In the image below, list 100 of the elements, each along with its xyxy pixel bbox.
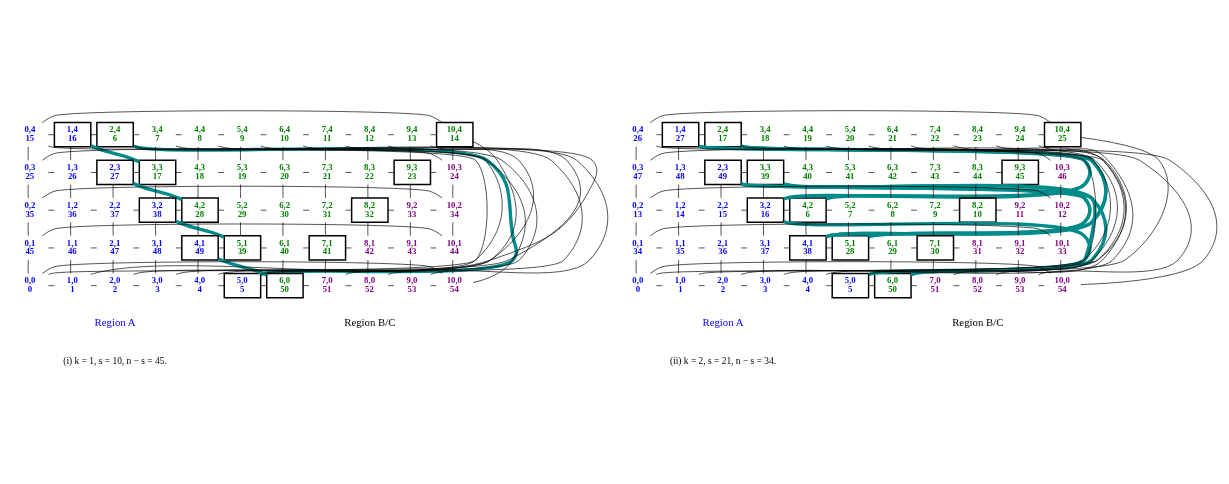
connector	[825, 285, 833, 286]
connector	[42, 185, 443, 199]
node-text: 10,3 24	[446, 162, 462, 181]
node-box: 1,4 27	[661, 121, 700, 148]
connector	[805, 259, 807, 274]
connector	[910, 247, 918, 249]
node-text: 7,4 22	[929, 124, 941, 144]
node-text: 4,3 18	[194, 162, 206, 181]
node-text: 2,2 37	[109, 199, 121, 219]
connector	[995, 172, 1003, 173]
node-box: 4,1 49	[181, 235, 219, 261]
connector	[175, 247, 182, 249]
connector	[112, 222, 114, 237]
connector	[155, 222, 156, 237]
connector	[763, 222, 764, 237]
connector	[132, 181, 183, 202]
connector	[890, 222, 892, 237]
node-text: 6,4 21	[887, 124, 899, 144]
connector	[825, 247, 833, 249]
node-box: 9,3 23	[393, 159, 432, 186]
node-text: 7,3 21	[321, 162, 333, 181]
node-box: 4,2 28	[181, 197, 219, 224]
node-text: 8,4 23	[972, 124, 983, 144]
connector	[649, 223, 1051, 237]
node-text: 0,0 0	[24, 275, 36, 295]
connector	[240, 222, 241, 237]
connector	[42, 110, 443, 123]
node-text: 9,0 53	[406, 275, 418, 295]
node-text: 5,4 20	[844, 124, 856, 144]
node-text: 8,0 52	[972, 275, 983, 295]
node-box: 5,1 28	[831, 235, 870, 261]
connector	[260, 285, 267, 286]
connector	[48, 134, 55, 136]
connector	[367, 259, 369, 274]
node-text: 0,3 47	[632, 162, 644, 181]
connector	[740, 172, 748, 173]
connector	[678, 184, 679, 199]
connector	[367, 184, 369, 199]
label: (i) k = 1, s = 10, n − s = 45.	[63, 355, 167, 366]
node-text: 2,0 2	[717, 275, 729, 295]
node-box: 3,2 38	[138, 197, 177, 224]
node-box: 9,3 45	[1001, 159, 1040, 186]
node-text: 8,0 52	[364, 275, 376, 295]
node-text: 6,1 29	[887, 237, 899, 257]
connector	[155, 146, 156, 161]
connector	[90, 144, 140, 164]
connector	[70, 146, 72, 161]
connector	[763, 259, 764, 274]
connector	[217, 285, 225, 286]
connector	[783, 209, 790, 211]
connector	[302, 247, 310, 249]
connector	[325, 146, 326, 161]
connector	[720, 222, 722, 237]
connector	[825, 209, 833, 211]
connector	[282, 184, 284, 199]
connector	[325, 222, 326, 237]
node-text: 1,2 36	[66, 199, 78, 219]
node-box: 3,3 39	[746, 159, 785, 186]
connector	[175, 172, 182, 173]
node-text: 5,2 29	[236, 199, 248, 219]
connector	[932, 184, 934, 199]
connector	[1038, 134, 1045, 136]
node-text: 5,3 41	[844, 162, 856, 181]
node-text: 3,0 3	[151, 275, 163, 295]
node-box: 2,4 17	[704, 121, 742, 148]
node-box: 8,2 10	[958, 197, 997, 224]
node-box: 4,1 38	[789, 235, 827, 261]
node-box: 10,4 14	[435, 121, 474, 148]
node-text: 10,1 33	[1054, 237, 1070, 257]
node-text: 4,3 40	[802, 162, 814, 181]
connector	[132, 172, 140, 173]
node-text: 10,2 12	[1054, 199, 1070, 219]
connector	[70, 184, 72, 199]
node-text: 1,1 46	[66, 237, 78, 257]
node-text: 0,2 13	[632, 199, 644, 219]
node-text: 0,0 0	[632, 275, 644, 295]
node-box: 5,1 39	[223, 235, 262, 261]
connector	[932, 222, 934, 237]
connector	[217, 257, 268, 277]
node-text: 9,1 32	[1014, 237, 1026, 257]
node-box: 10,4 25	[1043, 121, 1082, 148]
connector	[805, 146, 807, 161]
connector	[387, 172, 395, 173]
node-text: 4,4 19	[802, 124, 814, 144]
connector	[282, 259, 284, 274]
connector	[430, 134, 437, 136]
node-text: 6,3 42	[887, 162, 899, 181]
connector	[890, 259, 892, 274]
label: Region A	[94, 315, 136, 328]
connector	[409, 222, 411, 237]
connector	[70, 259, 72, 274]
node-text: 5,2 7	[844, 199, 856, 219]
node-text: 10,0 54	[446, 275, 462, 295]
node-text: 9,4 24	[1014, 124, 1026, 144]
connector	[367, 222, 369, 237]
connector	[282, 146, 284, 161]
connector	[240, 184, 241, 199]
node-box: 2,3 49	[704, 159, 742, 186]
connector	[975, 222, 977, 237]
node-text: 0,2 35	[24, 199, 36, 219]
